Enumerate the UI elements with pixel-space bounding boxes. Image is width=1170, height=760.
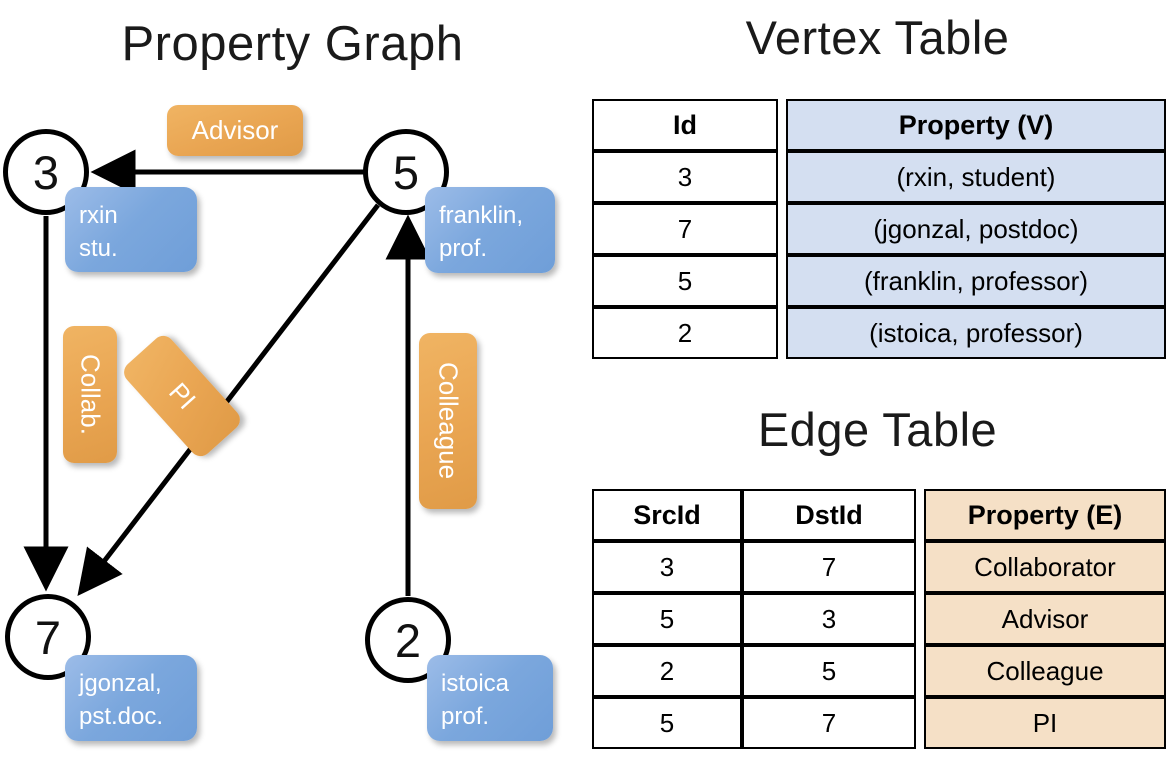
vertex-table-title: Vertex Table <box>745 11 1010 64</box>
edge-label-advisor: Advisor <box>167 105 303 156</box>
edge-cell-srcid: 5 <box>592 697 742 749</box>
column-gap <box>916 489 924 541</box>
edge-label-text: Colleague <box>433 362 464 480</box>
column-gap <box>778 255 786 307</box>
edge-col-header-srcid: SrcId <box>592 489 742 541</box>
node-property-line: franklin, <box>439 202 524 229</box>
property-graph-panel: Property Graph 3 5 7 2 rxin stu. frankli… <box>3 17 555 741</box>
vertex-cell-property: (istoica, professor) <box>786 307 1166 359</box>
node-property-line: pst.doc. <box>79 703 164 731</box>
column-gap <box>916 593 924 645</box>
graph-node-5[interactable]: 5 <box>363 129 449 215</box>
vertex-col-header-id: Id <box>592 99 778 151</box>
edge-cell-srcid: 2 <box>592 645 742 697</box>
node-property-line: rxin <box>79 202 118 229</box>
edge-cell-srcid: 5 <box>592 593 742 645</box>
edge-cell-property: Colleague <box>924 645 1166 697</box>
node-property-box-7: jgonzal, pst.doc. <box>65 655 197 741</box>
node-property-line: jgonzal, <box>79 670 162 697</box>
vertex-cell-property: (jgonzal, postdoc) <box>786 203 1166 255</box>
graph-node-2-label: 2 <box>394 613 422 667</box>
table-row: 5 (franklin, professor) <box>592 255 1166 307</box>
graph-node-2[interactable]: 2 <box>365 597 451 683</box>
edge-col-header-dstid: DstId <box>742 489 916 541</box>
vertex-table-header-row: Id Property (V) <box>592 99 1166 151</box>
vertex-cell-id: 3 <box>592 151 778 203</box>
edge-cell-dstid: 7 <box>742 541 916 593</box>
edge-label-text: PI <box>162 376 202 415</box>
vertex-cell-id: 5 <box>592 255 778 307</box>
edge-label-colleague: Colleague <box>419 333 477 509</box>
vertex-cell-property: (rxin, student) <box>786 151 1166 203</box>
node-property-box-5: franklin, prof. <box>425 187 555 273</box>
edge-col-header-property: Property (E) <box>924 489 1166 541</box>
tables-panel: Vertex Table Edge Table <box>585 0 1170 760</box>
node-property-line: prof. <box>441 703 490 731</box>
column-gap <box>778 99 786 151</box>
table-row: 5 3 Advisor <box>592 593 1166 645</box>
edge-label-text: Collab. <box>75 354 106 435</box>
column-gap <box>916 645 924 697</box>
graph-edges-svg <box>23 149 431 596</box>
column-gap <box>778 151 786 203</box>
edge-table-title: Edge Table <box>757 403 998 456</box>
edge-label-collab: Collab. <box>63 326 117 463</box>
table-row: 7 (jgonzal, postdoc) <box>592 203 1166 255</box>
edge-line-pi <box>77 203 380 596</box>
property-graph-title: Property Graph <box>121 17 464 71</box>
table-row: 3 7 Collaborator <box>592 541 1166 593</box>
node-property-line: stu. <box>79 235 118 263</box>
vertex-table: Id Property (V) 3 (rxin, student) 7 (jgo… <box>592 99 1166 359</box>
table-row: 3 (rxin, student) <box>592 151 1166 203</box>
vertex-cell-property: (franklin, professor) <box>786 255 1166 307</box>
column-gap <box>778 203 786 255</box>
vertex-col-header-property: Property (V) <box>786 99 1166 151</box>
edge-cell-property: Collaborator <box>924 541 1166 593</box>
edge-table-header-row: SrcId DstId Property (E) <box>592 489 1166 541</box>
edge-label-text: Advisor <box>191 115 279 145</box>
column-gap <box>916 541 924 593</box>
edge-cell-dstid: 7 <box>742 697 916 749</box>
table-row: 2 (istoica, professor) <box>592 307 1166 359</box>
graph-node-3-label: 3 <box>32 145 60 199</box>
node-property-box-2: istoica prof. <box>427 655 553 741</box>
vertex-cell-id: 2 <box>592 307 778 359</box>
node-property-line: prof. <box>439 235 488 263</box>
graph-node-7-label: 7 <box>34 610 62 664</box>
table-row: 5 7 PI <box>592 697 1166 749</box>
graph-node-5-label: 5 <box>392 145 420 199</box>
vertex-cell-id: 7 <box>592 203 778 255</box>
column-gap <box>778 307 786 359</box>
edge-table: SrcId DstId Property (E) 3 7 Collaborato… <box>592 489 1166 749</box>
table-row: 2 5 Colleague <box>592 645 1166 697</box>
edge-cell-dstid: 3 <box>742 593 916 645</box>
node-property-box-3: rxin stu. <box>65 187 197 272</box>
edge-cell-property: Advisor <box>924 593 1166 645</box>
edge-cell-srcid: 3 <box>592 541 742 593</box>
edge-cell-dstid: 5 <box>742 645 916 697</box>
node-property-line: istoica <box>441 670 510 697</box>
edge-cell-property: PI <box>924 697 1166 749</box>
column-gap <box>916 697 924 749</box>
